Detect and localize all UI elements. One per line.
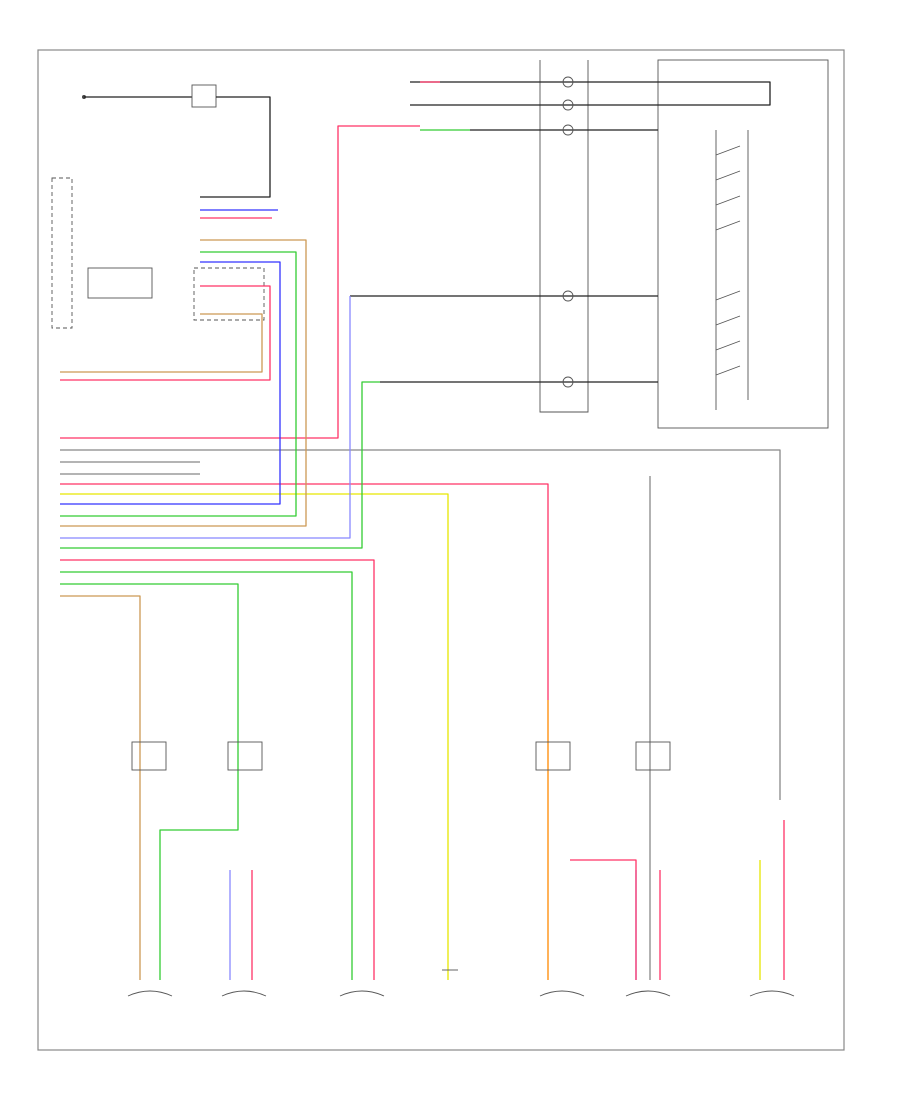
audio-unit-bus bbox=[60, 125, 781, 980]
fuse-section bbox=[51, 84, 271, 329]
speaker-section bbox=[127, 741, 795, 997]
steering-switch-section bbox=[350, 59, 829, 429]
diagram-border bbox=[37, 49, 845, 1051]
audio-switch-box bbox=[657, 59, 829, 429]
